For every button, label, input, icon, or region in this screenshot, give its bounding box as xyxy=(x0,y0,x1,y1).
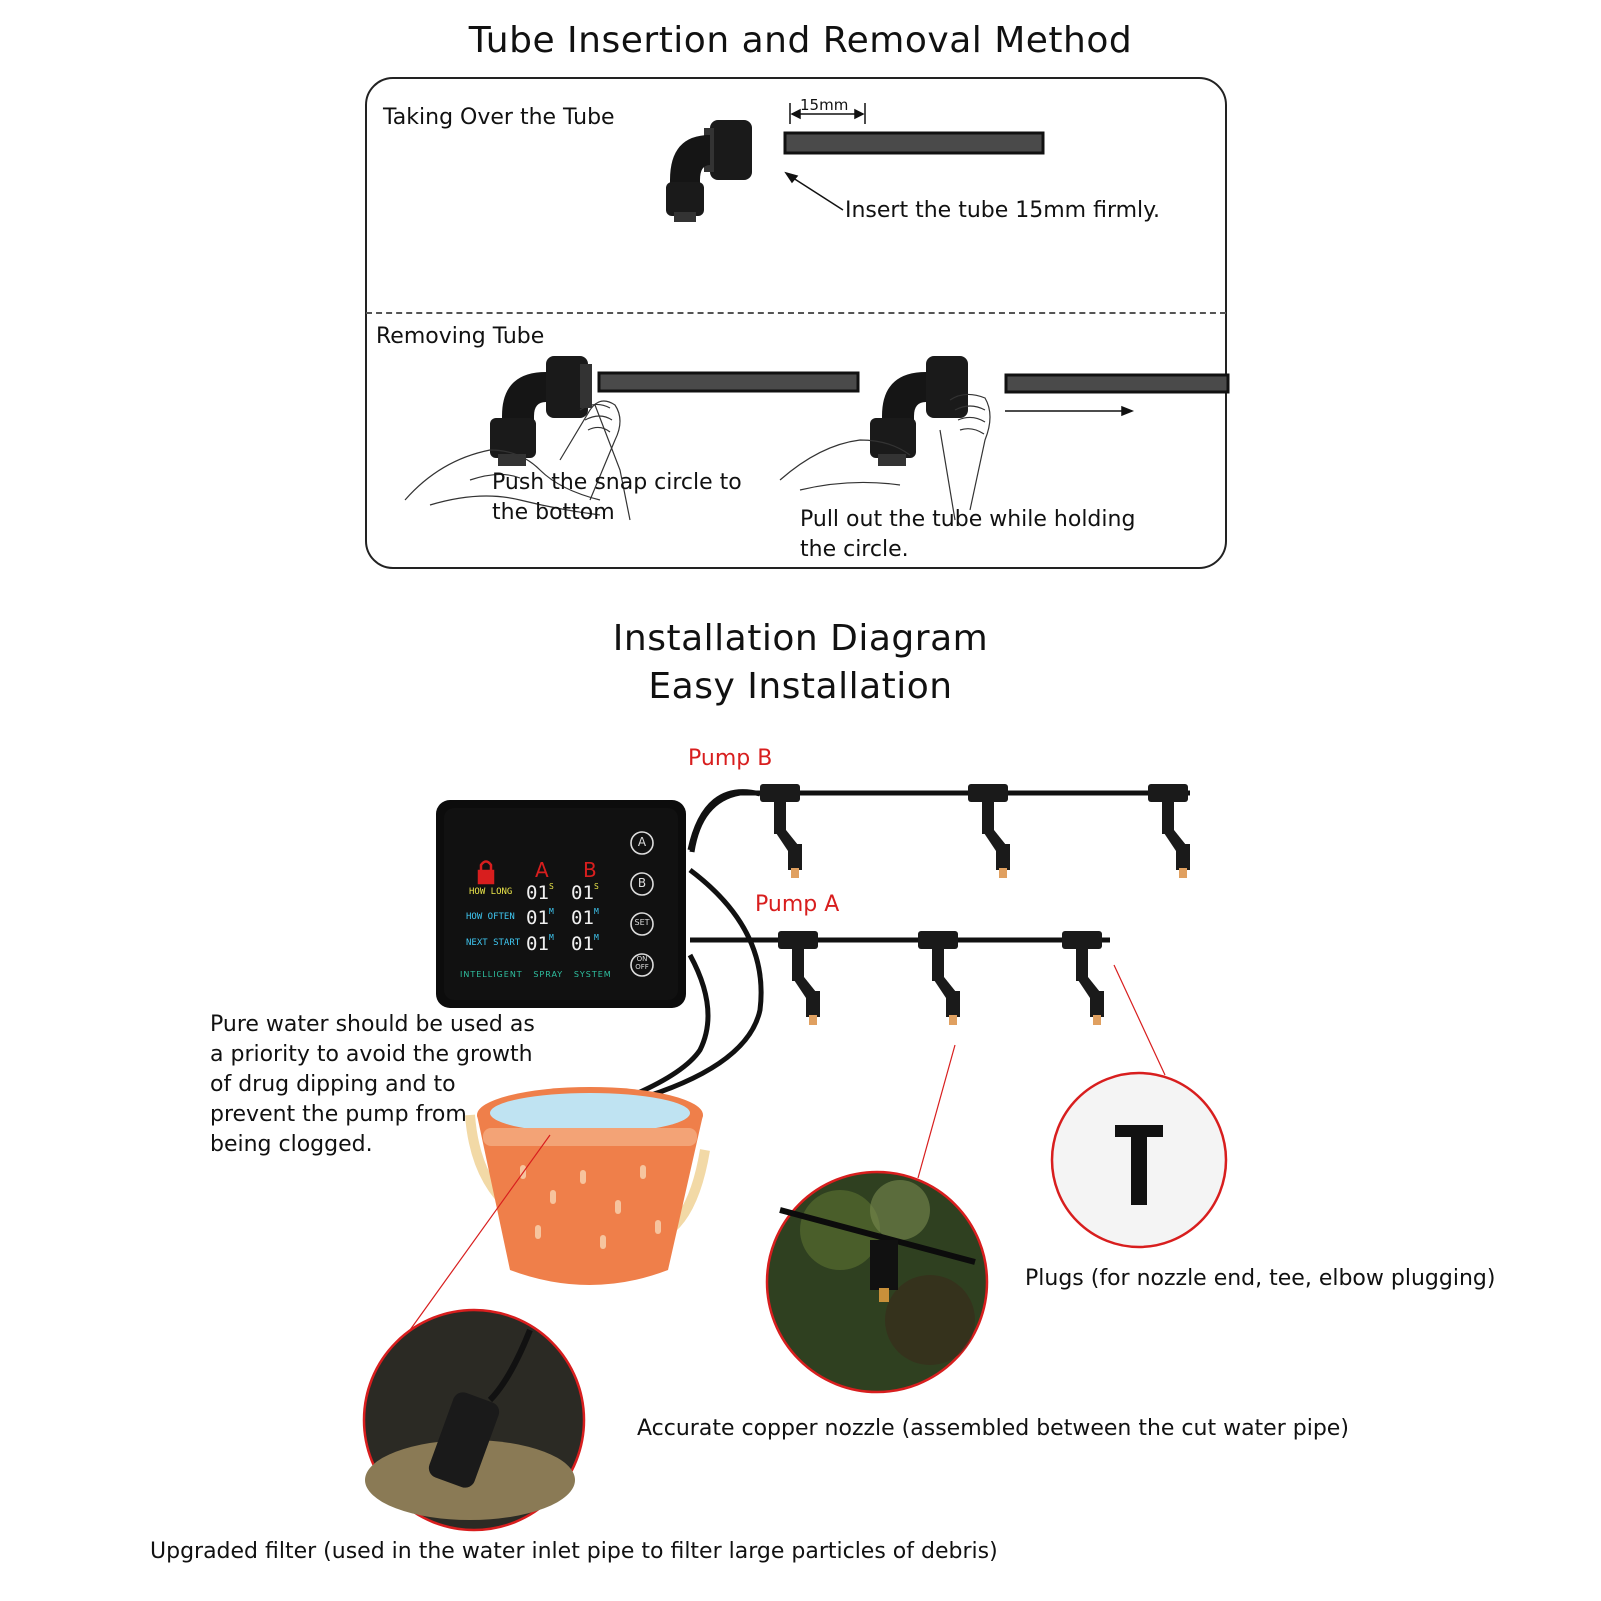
lock-icon xyxy=(477,860,495,885)
push-caption-line1: Push the snap circle to xyxy=(492,470,742,495)
pull-caption: Pull out the tube while holding the circ… xyxy=(800,505,1135,565)
row-unit-b: M xyxy=(594,907,599,916)
row-unit-a: M xyxy=(549,907,554,916)
plugs-caption: Plugs (for nozzle end, tee, elbow pluggi… xyxy=(1025,1266,1496,1291)
pump-a-label: Pump A xyxy=(755,892,840,917)
water-note: Pure water should be used as a priority … xyxy=(210,1010,535,1160)
controller-device xyxy=(436,800,686,1008)
button-b[interactable]: B xyxy=(637,876,647,890)
taking-over-label: Taking Over the Tube xyxy=(383,105,615,130)
elbow-fitting-left xyxy=(490,356,592,466)
panel-divider xyxy=(366,312,1226,314)
row-value-b: 01 xyxy=(571,907,594,929)
row-label: HOW OFTEN xyxy=(466,912,515,922)
pull-caption-line1: Pull out the tube while holding xyxy=(800,507,1136,532)
callout-line-nozzle xyxy=(917,1044,956,1179)
pull-caption-line2: the circle. xyxy=(800,537,909,562)
water-note-line: of drug dipping and to xyxy=(210,1072,456,1097)
water-note-line: being clogged. xyxy=(210,1132,373,1157)
filter-photo-circle xyxy=(362,1308,586,1532)
elbow-fitting-top xyxy=(666,120,752,222)
elbow-fitting-right xyxy=(870,356,968,466)
button-on-off[interactable]: ON OFF xyxy=(635,955,649,971)
filter-caption: Upgraded filter (used in the water inlet… xyxy=(150,1539,998,1564)
row-unit-a: M xyxy=(549,933,554,942)
pump-b-line xyxy=(687,789,1190,853)
controller-footer: INTELLIGENT SPRAY SYSTEM xyxy=(460,970,612,979)
callout-line-plug xyxy=(1113,964,1166,1076)
row-value-a: 01 xyxy=(526,933,549,955)
hand-sketch-left xyxy=(404,400,631,521)
hose-1 xyxy=(574,868,764,1118)
water-note-line: prevent the pump from xyxy=(210,1102,467,1127)
nozzle-assemblies-b xyxy=(760,784,1190,878)
button-a[interactable]: A xyxy=(637,835,647,849)
pump-b-label: Pump B xyxy=(688,746,773,771)
controller-buttons xyxy=(630,831,654,977)
plug-photo-circle xyxy=(1050,1071,1228,1249)
row-value-a: 01 xyxy=(526,907,549,929)
water-note-line: Pure water should be used as xyxy=(210,1012,535,1037)
removing-label: Removing Tube xyxy=(376,324,545,349)
row-value-a: 01 xyxy=(526,882,549,904)
row-label: HOW LONG xyxy=(469,887,513,897)
insert-arrow xyxy=(784,171,844,211)
row-value-b: 01 xyxy=(571,933,594,955)
row-unit-b: S xyxy=(594,882,599,891)
button-set[interactable]: SET xyxy=(634,918,650,927)
push-caption: Push the snap circle to the bottom xyxy=(492,468,742,528)
hand-sketch-right xyxy=(779,393,991,521)
row-unit-b: M xyxy=(594,933,599,942)
section1-title: Tube Insertion and Removal Method xyxy=(468,20,1133,61)
pull-arrow xyxy=(1005,405,1135,417)
water-note-line: a priority to avoid the growth xyxy=(210,1042,533,1067)
tube-method-panel xyxy=(365,77,1227,569)
push-caption-line2: the bottom xyxy=(492,500,615,525)
controller-row-how-often: HOW OFTEN 01 M 01 M xyxy=(463,907,613,929)
nozzle-caption: Accurate copper nozzle (assembled betwee… xyxy=(637,1416,1349,1441)
section2-title-line2: Easy Installation xyxy=(648,666,953,707)
row-unit-a: S xyxy=(549,882,554,891)
row-label: NEXT START xyxy=(466,938,521,948)
nozzle-assemblies-a xyxy=(778,931,1104,1025)
controller-row-next-start: NEXT START 01 M 01 M xyxy=(463,933,613,955)
insert-caption: Insert the tube 15mm firmly. xyxy=(845,198,1161,223)
controller-row-how-long: HOW LONG 01 S 01 S xyxy=(466,882,616,904)
dimension-marker xyxy=(789,103,866,124)
dimension-label: 15mm xyxy=(800,96,849,114)
tube-left xyxy=(597,371,860,393)
row-value-b: 01 xyxy=(571,882,594,904)
controller-col-a: A xyxy=(535,858,549,882)
callout-line-filter xyxy=(409,1134,551,1331)
nozzle-photo-circle xyxy=(765,1170,989,1394)
tube-right xyxy=(1004,373,1230,394)
controller-col-b: B xyxy=(583,858,597,882)
tube-top xyxy=(783,131,1045,155)
section2-title-line1: Installation Diagram xyxy=(612,618,989,659)
